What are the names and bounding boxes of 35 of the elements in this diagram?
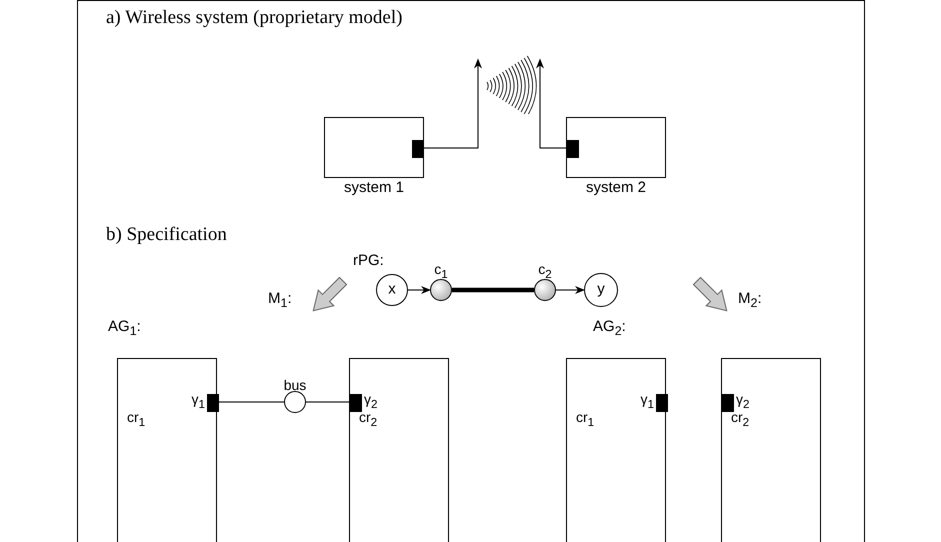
node-label: cr$_{2}$ [359, 409, 378, 429]
node-label: x [388, 280, 396, 298]
node-circle [584, 273, 618, 307]
diagram-label: AG$_{1}$: [108, 318, 141, 338]
connection-line [452, 288, 534, 292]
section-heading: b) Specification [106, 224, 227, 246]
node-label: system 2 [586, 179, 646, 196]
port-block [412, 140, 424, 158]
node-label: γ$_{1}$ [192, 391, 205, 411]
diagram-label: M$_{1}$: [268, 290, 292, 310]
system-box [117, 358, 217, 542]
diagram-label: M$_{2}$: [738, 290, 762, 310]
node-label: γ$_{2}$ [364, 391, 378, 411]
node-label: cr$_{1}$ [576, 409, 594, 429]
node-label: bus [284, 377, 306, 393]
arrow [422, 58, 482, 148]
diagram-label: rPG: [353, 252, 384, 269]
node-label: c$_{1}$ [434, 261, 448, 281]
node-label: cr$_{2}$ [731, 409, 750, 429]
diagram-label: AG$_{2}$: [593, 318, 626, 338]
system-box [349, 358, 449, 542]
arrow [536, 58, 566, 148]
arrow [408, 286, 431, 294]
node-label: cr$_{1}$ [127, 409, 146, 429]
node-label: γ$_{1}$ [640, 391, 654, 411]
system-box [566, 358, 666, 542]
node-label: system 1 [344, 179, 404, 196]
node-circle [376, 274, 408, 306]
section-heading: a) Wireless system (proprietary model) [106, 7, 402, 29]
node-label: c$_{2}$ [538, 261, 552, 281]
node-label: y [597, 280, 605, 298]
arrow [556, 286, 585, 294]
port-block [567, 140, 579, 158]
node-label: γ$_{2}$ [736, 391, 750, 411]
system-box [721, 358, 821, 542]
